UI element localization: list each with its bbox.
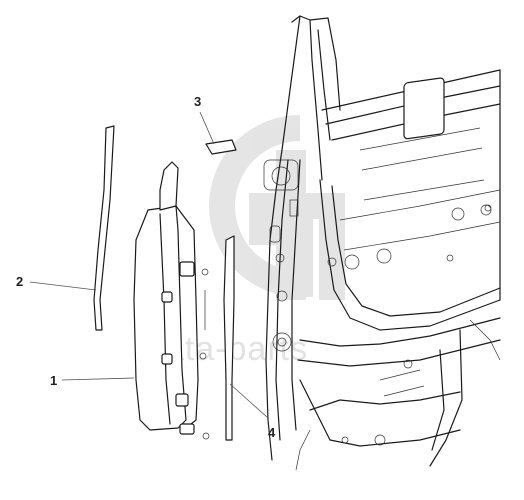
callout-4: 4 [268, 425, 276, 440]
part-1-trim-panel [133, 161, 210, 440]
callout-2: 2 [16, 274, 23, 289]
watermark-logo [209, 115, 345, 300]
leader-lines [29, 111, 269, 419]
callout-3: 3 [194, 94, 201, 109]
callout-1: 1 [50, 373, 57, 388]
cab-body-frame [263, 15, 501, 471]
part-4-strip [223, 235, 235, 441]
part-2-weatherstrip [93, 125, 115, 331]
